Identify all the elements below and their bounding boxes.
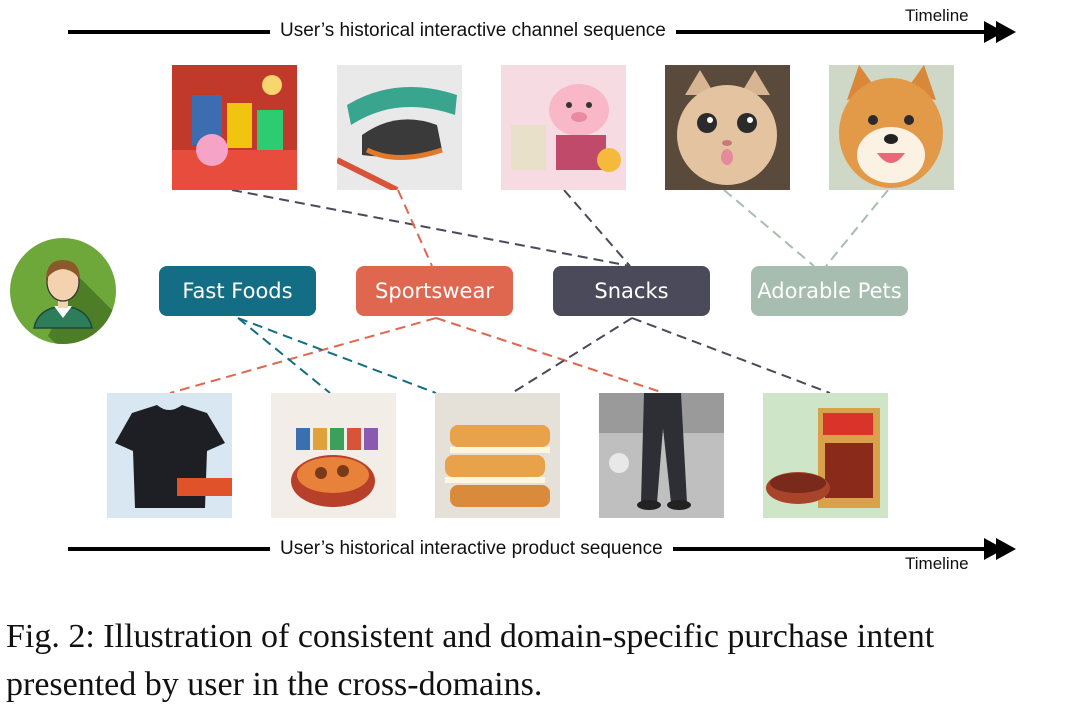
- link-fastfoods-to-bread: [237, 317, 437, 394]
- user-avatar-icon: [10, 238, 116, 344]
- intent-label: Snacks: [594, 279, 669, 303]
- top-timeline-label: User’s historical interactive channel se…: [270, 18, 676, 44]
- link-channel-sneakers-to-sportswear: [397, 189, 433, 267]
- connections-layer: [68, 21, 1016, 560]
- bottom-timeline-tag: Timeline: [905, 554, 969, 573]
- bottom-timeline-arrow-icon: [996, 538, 1016, 560]
- intent-label: Fast Foods: [182, 279, 293, 303]
- link-channel-dog-to-pets: [825, 189, 889, 267]
- intent-adorable-pets: Adorable Pets: [751, 266, 908, 316]
- channel-snackbox-image: [501, 65, 626, 190]
- top-timeline-arrow-icon: [996, 21, 1016, 43]
- channel-dog-image: [829, 65, 954, 190]
- intent-label: Adorable Pets: [757, 279, 902, 303]
- product-bread-image: [435, 393, 560, 518]
- channel-fast-food-image: [172, 65, 297, 190]
- channel-sneakers-image: [337, 65, 462, 190]
- link-snacks-to-jerky: [631, 317, 831, 394]
- product-tshirt-image: [107, 393, 232, 518]
- link-sportswear-to-pants: [435, 317, 665, 394]
- link-fastfoods-to-noodles: [237, 317, 331, 394]
- top-timeline-tag: Timeline: [905, 6, 969, 25]
- intent-snacks: Snacks: [553, 266, 710, 316]
- bottom-timeline-arrow-icon: [984, 538, 1004, 560]
- link-channel-cat-to-pets: [723, 189, 815, 267]
- link-sportswear-to-tshirt: [169, 317, 437, 394]
- product-jerky-image: [763, 393, 888, 518]
- link-channel-snackbox-to-snacks: [563, 189, 631, 267]
- figure-caption: Fig. 2: Illustration of consistent and d…: [6, 618, 935, 703]
- link-channel-fastfood-to-snacks: [231, 189, 631, 267]
- bottom-timeline-label: User’s historical interactive product se…: [270, 536, 673, 562]
- intent-sportswear: Sportswear: [356, 266, 513, 316]
- product-pants-image: [599, 393, 724, 518]
- link-snacks-to-bread: [511, 317, 633, 394]
- channel-cat-image: [665, 65, 790, 190]
- intent-fast-foods: Fast Foods: [159, 266, 316, 316]
- product-noodles-image: [271, 393, 396, 518]
- top-timeline-arrow-icon: [984, 21, 1004, 43]
- intent-label: Sportswear: [375, 279, 494, 303]
